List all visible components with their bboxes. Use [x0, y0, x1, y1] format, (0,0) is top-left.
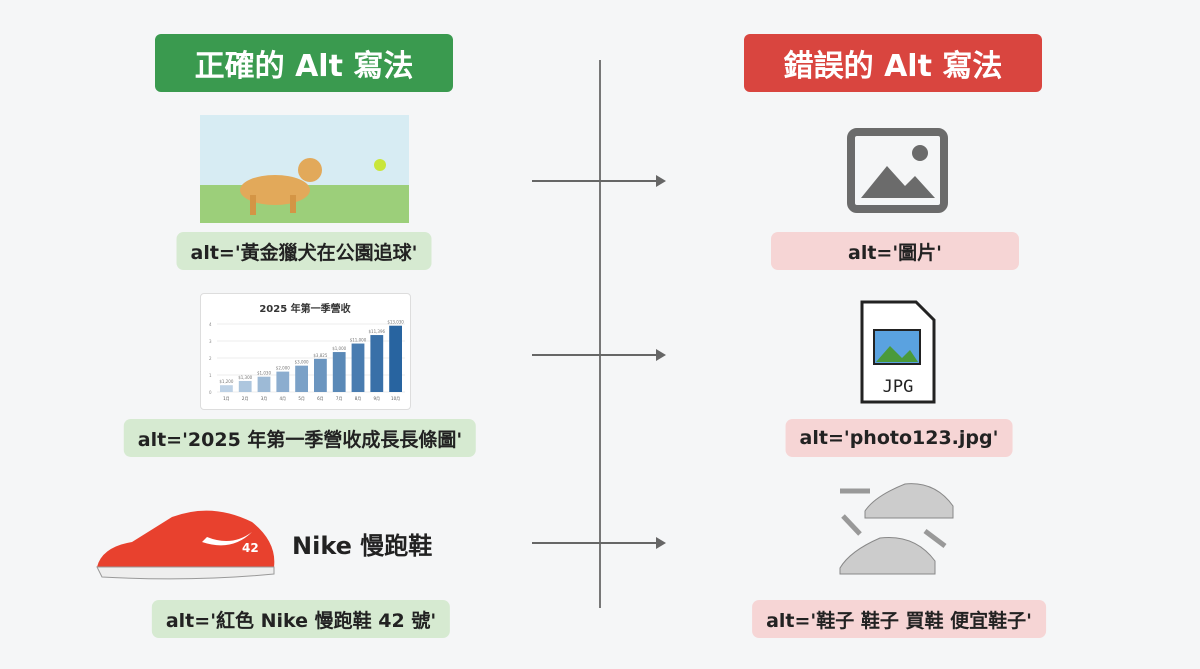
- bar: [295, 365, 308, 392]
- data-label: $1,300: [238, 375, 252, 380]
- bar: [257, 376, 271, 392]
- alt-text-good-1: alt='黃金獵犬在公園追球': [176, 232, 432, 270]
- bar: [389, 325, 402, 392]
- y-tick-label: 0: [209, 390, 212, 395]
- correct-header: 正確的 Alt 寫法: [155, 34, 453, 92]
- bar-chart-image: 2025 年第一季營收 0 1 2 3 4 $1,200 1月 $1,300 2月 $1,030 3月…: [200, 293, 411, 410]
- chart-title: 2025 年第一季營收: [259, 302, 350, 315]
- wrong-header: 錯誤的 Alt 寫法: [744, 34, 1042, 92]
- shoe-label: Nike 慢跑鞋: [292, 532, 433, 560]
- data-label: $3,000: [295, 360, 309, 365]
- data-label: $1,000: [332, 346, 346, 351]
- bar: [220, 385, 233, 392]
- alt-text-good-3: alt='紅色 Nike 慢跑鞋 42 號': [151, 600, 451, 638]
- alt-text-bad-2: alt='photo123.jpg': [785, 419, 1013, 457]
- y-tick-label: 4: [209, 322, 212, 327]
- data-label: $11,396: [369, 329, 386, 334]
- y-tick-label: 3: [209, 339, 212, 344]
- x-tick-label: 1月: [223, 396, 230, 401]
- data-label: $13,030: [387, 320, 404, 325]
- data-label: $1,030: [257, 371, 271, 376]
- x-tick-label: 6月: [317, 396, 324, 401]
- x-tick-label: 7月: [336, 396, 343, 401]
- x-tick-label: 8月: [355, 396, 362, 401]
- x-tick-label: 9月: [374, 396, 381, 401]
- alt-text-bad-3: alt='鞋子 鞋子 買鞋 便宜鞋子': [752, 600, 1046, 638]
- data-label: $1,200: [219, 379, 233, 384]
- bar: [276, 371, 290, 392]
- bar: [332, 352, 346, 392]
- svg-text:42: 42: [242, 541, 259, 555]
- duplicate-shoes-image: [839, 483, 954, 575]
- data-label: $3,825: [313, 353, 327, 358]
- generic-image-icon: [847, 128, 948, 213]
- jpg-file-icon: JPG: [860, 300, 936, 404]
- x-tick-label: 4月: [280, 396, 287, 401]
- arrow-1: [532, 175, 666, 187]
- bar: [314, 358, 327, 392]
- y-tick-label: 2: [209, 356, 212, 361]
- bar: [238, 380, 252, 392]
- data-label: $11,000: [350, 338, 367, 343]
- dog-image: [200, 115, 409, 223]
- x-tick-label: 10月: [391, 396, 400, 401]
- divider: [599, 60, 601, 608]
- svg-text:JPG: JPG: [883, 377, 914, 397]
- data-label: $2,000: [276, 366, 290, 371]
- bar: [351, 343, 365, 392]
- x-tick-label: 5月: [298, 396, 305, 401]
- x-tick-label: 2月: [242, 396, 249, 401]
- alt-text-good-2: alt='2025 年第一季營收成長長條圖': [123, 419, 477, 457]
- alt-text-bad-1: alt='圖片': [771, 232, 1019, 270]
- red-shoe-image: 42: [96, 510, 275, 580]
- bar: [370, 335, 384, 392]
- arrow-2: [532, 349, 666, 361]
- y-tick-label: 1: [209, 373, 212, 378]
- arrow-3: [532, 537, 666, 549]
- x-tick-label: 3月: [261, 396, 268, 401]
